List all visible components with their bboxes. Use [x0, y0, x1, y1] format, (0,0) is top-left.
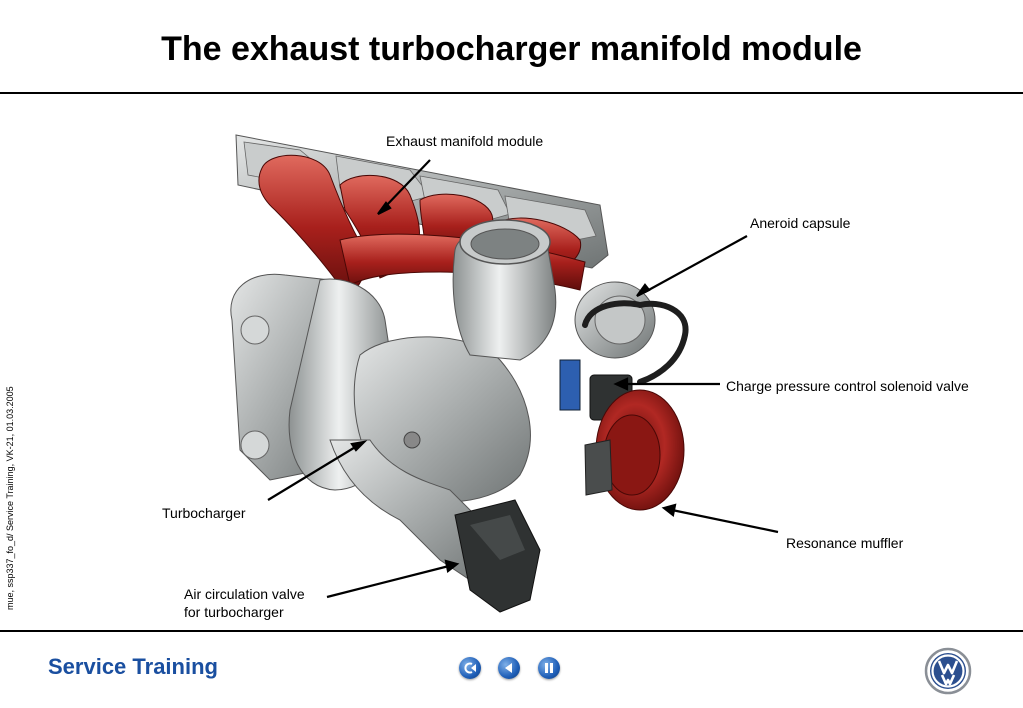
brand-service-training: Service Training [48, 654, 218, 679]
resonance-muffler [584, 389, 685, 511]
vw-logo [924, 647, 972, 695]
pause-button[interactable] [538, 657, 560, 679]
aneroid-capsule [574, 281, 689, 385]
label-aneroid-capsule: Aneroid capsule [750, 215, 851, 231]
previous-icon [505, 663, 512, 673]
label-exhaust-manifold: Exhaust manifold module [386, 133, 544, 149]
label-air-valve-line1: Air circulation valve [184, 586, 305, 602]
label-air-circulation-valve: Air circulation valve for turbocharger [184, 585, 305, 621]
air-circulation-valve [454, 499, 541, 613]
previous-button[interactable] [498, 657, 520, 679]
label-turbocharger: Turbocharger [162, 505, 246, 521]
label-resonance-muffler: Resonance muffler [786, 535, 904, 551]
leader-lines [267, 159, 779, 599]
top-divider [0, 92, 1023, 94]
label-solenoid-valve: Charge pressure control solenoid valve [726, 378, 969, 394]
back-to-start-icon [464, 662, 476, 674]
pause-icon [545, 663, 553, 673]
compressor-housing [353, 219, 557, 503]
back-to-start-button[interactable] [459, 657, 481, 679]
label-air-valve-line2: for turbocharger [184, 604, 284, 620]
bottom-divider [0, 630, 1023, 632]
page-title: The exhaust turbocharger manifold module [161, 30, 862, 68]
